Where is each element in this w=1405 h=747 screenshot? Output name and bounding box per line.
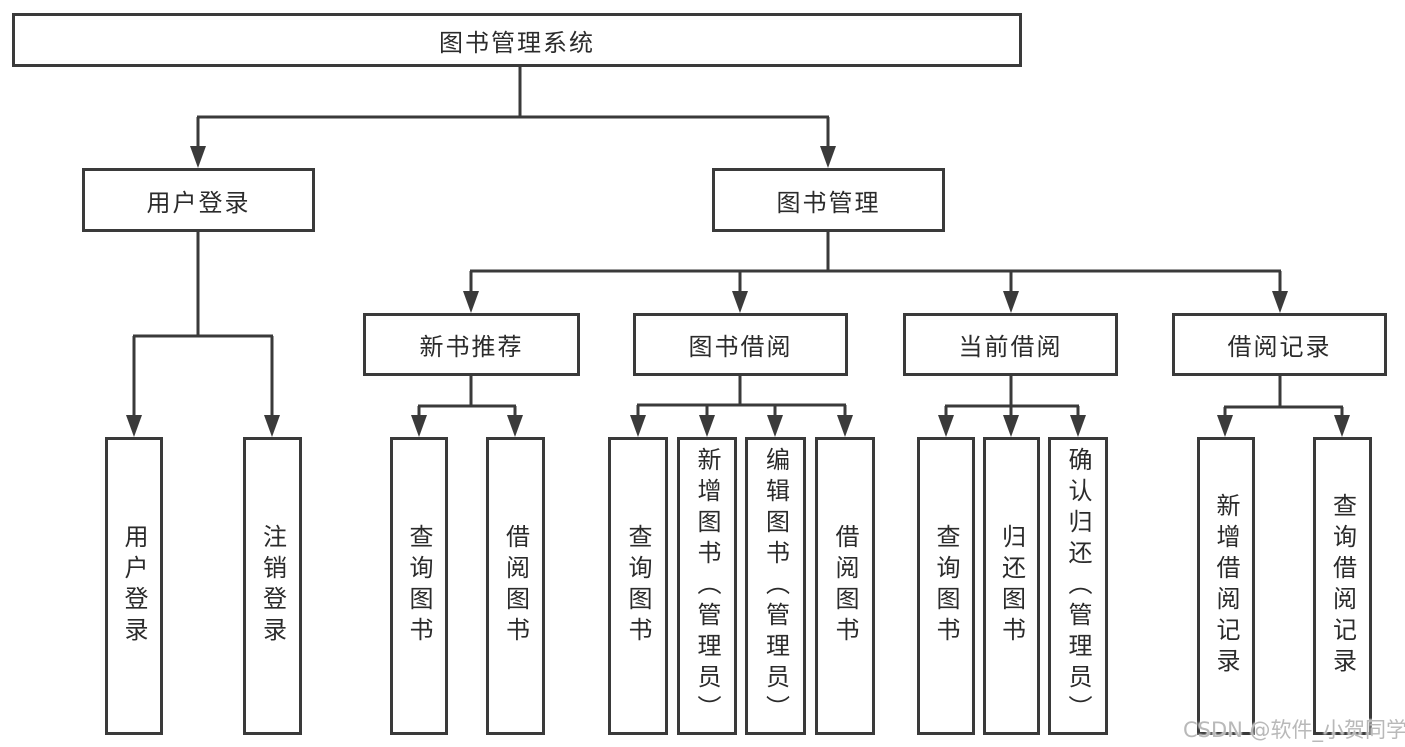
node-current-borrow: 当前借阅 <box>903 313 1118 376</box>
connector-root-split <box>190 67 836 168</box>
leaf-current-confirm-return-admin: 确认归还（管理员） <box>1048 437 1108 735</box>
leaf-current-query-book: 查询图书 <box>917 437 975 735</box>
leaf-records-add-record: 新增借阅记录 <box>1197 437 1255 735</box>
connector-book-borrow-split <box>630 376 853 437</box>
leaf-current-return-book: 归还图书 <box>983 437 1040 735</box>
node-user-login: 用户登录 <box>82 168 315 232</box>
connector-new-book-recommend-split <box>411 376 523 437</box>
leaf-borrow-query-book: 查询图书 <box>608 437 668 735</box>
connector-current-borrow-split <box>938 376 1086 437</box>
leaf-records-query-record: 查询借阅记录 <box>1313 437 1372 735</box>
connector-borrow-records-split <box>1217 376 1350 437</box>
leaf-borrow-add-book-admin: 新增图书（管理员） <box>677 437 737 735</box>
node-borrow-records: 借阅记录 <box>1172 313 1387 376</box>
node-library-management-system: 图书管理系统 <box>12 13 1022 67</box>
node-book-borrow: 图书借阅 <box>633 313 848 376</box>
leaf-newrec-query-book: 查询图书 <box>390 437 448 735</box>
connector-book-management-split <box>463 232 1288 313</box>
node-new-book-recommend: 新书推荐 <box>363 313 580 376</box>
leaf-borrow-borrow-book: 借阅图书 <box>815 437 875 735</box>
leaf-user-login: 用户登录 <box>105 437 163 735</box>
leaf-newrec-borrow-book: 借阅图书 <box>486 437 545 735</box>
leaf-borrow-edit-book-admin: 编辑图书（管理员） <box>745 437 806 735</box>
node-book-management: 图书管理 <box>712 168 945 232</box>
csdn-watermark: CSDN @软件_小贺同学 <box>1183 718 1405 742</box>
leaf-logout: 注销登录 <box>243 437 302 735</box>
connector-user-login-split <box>126 232 280 437</box>
